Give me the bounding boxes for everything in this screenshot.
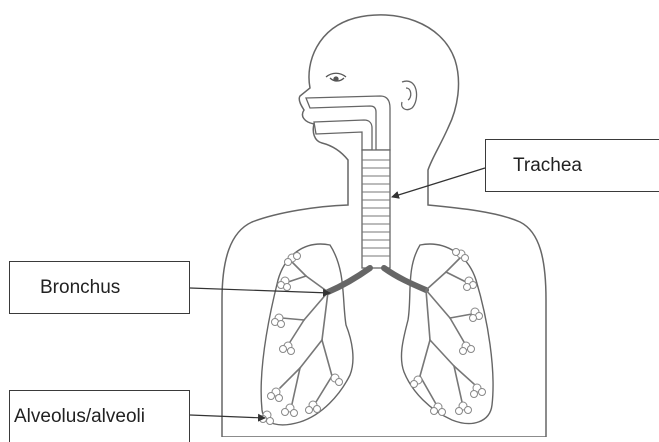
trachea-label: Trachea [485, 139, 659, 192]
alveolus-label-text: Alveolus/alveoli [14, 407, 145, 426]
bronchus-label-text: Bronchus [40, 278, 120, 297]
trachea-label-text: Trachea [513, 156, 582, 175]
alveolus-label: Alveolus/alveoli [9, 390, 190, 442]
trachea [362, 150, 390, 268]
bronchus-label: Bronchus [9, 261, 190, 314]
